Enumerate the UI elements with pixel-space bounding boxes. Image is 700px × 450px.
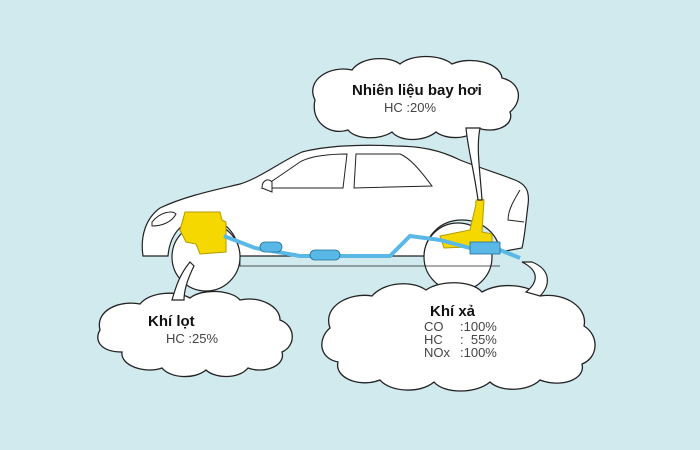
callout-evaporative-hc: HC :20% — [384, 100, 437, 115]
callout-blowby: Khí lọt HC :25% — [148, 313, 218, 345]
callout-exhaust-cloud — [321, 261, 596, 392]
callout-blowby-title: Khí lọt — [148, 313, 195, 330]
row-key: CO — [424, 319, 444, 334]
callout-evaporative: Nhiên liệu bay hơi HC :20% — [352, 82, 482, 114]
callout-exhaust-title: Khí xả — [430, 303, 476, 320]
car-illustration — [141, 144, 530, 292]
engine — [179, 211, 227, 255]
catalytic-converter — [259, 241, 283, 253]
callout-blowby-hc: HC :25% — [166, 331, 219, 346]
row-value: :100% — [460, 345, 497, 360]
callout-exhaust: Khí xả CO :100% HC : 55% NOx :100% — [424, 303, 497, 359]
callout-exhaust-row-hc: HC : 55% — [424, 333, 497, 346]
callout-evaporative-cloud — [312, 55, 520, 201]
callout-exhaust-row-nox: NOx :100% — [424, 346, 497, 359]
resonator — [309, 249, 341, 261]
callout-exhaust-row-co: CO :100% — [424, 320, 497, 333]
row-key: NOx — [424, 345, 450, 360]
row-value: : 55% — [460, 332, 497, 347]
row-value: :100% — [460, 319, 497, 334]
row-key: HC — [424, 332, 443, 347]
callout-evaporative-title: Nhiên liệu bay hơi — [352, 82, 482, 99]
muffler — [469, 241, 501, 255]
callout-blowby-cloud — [97, 261, 293, 378]
